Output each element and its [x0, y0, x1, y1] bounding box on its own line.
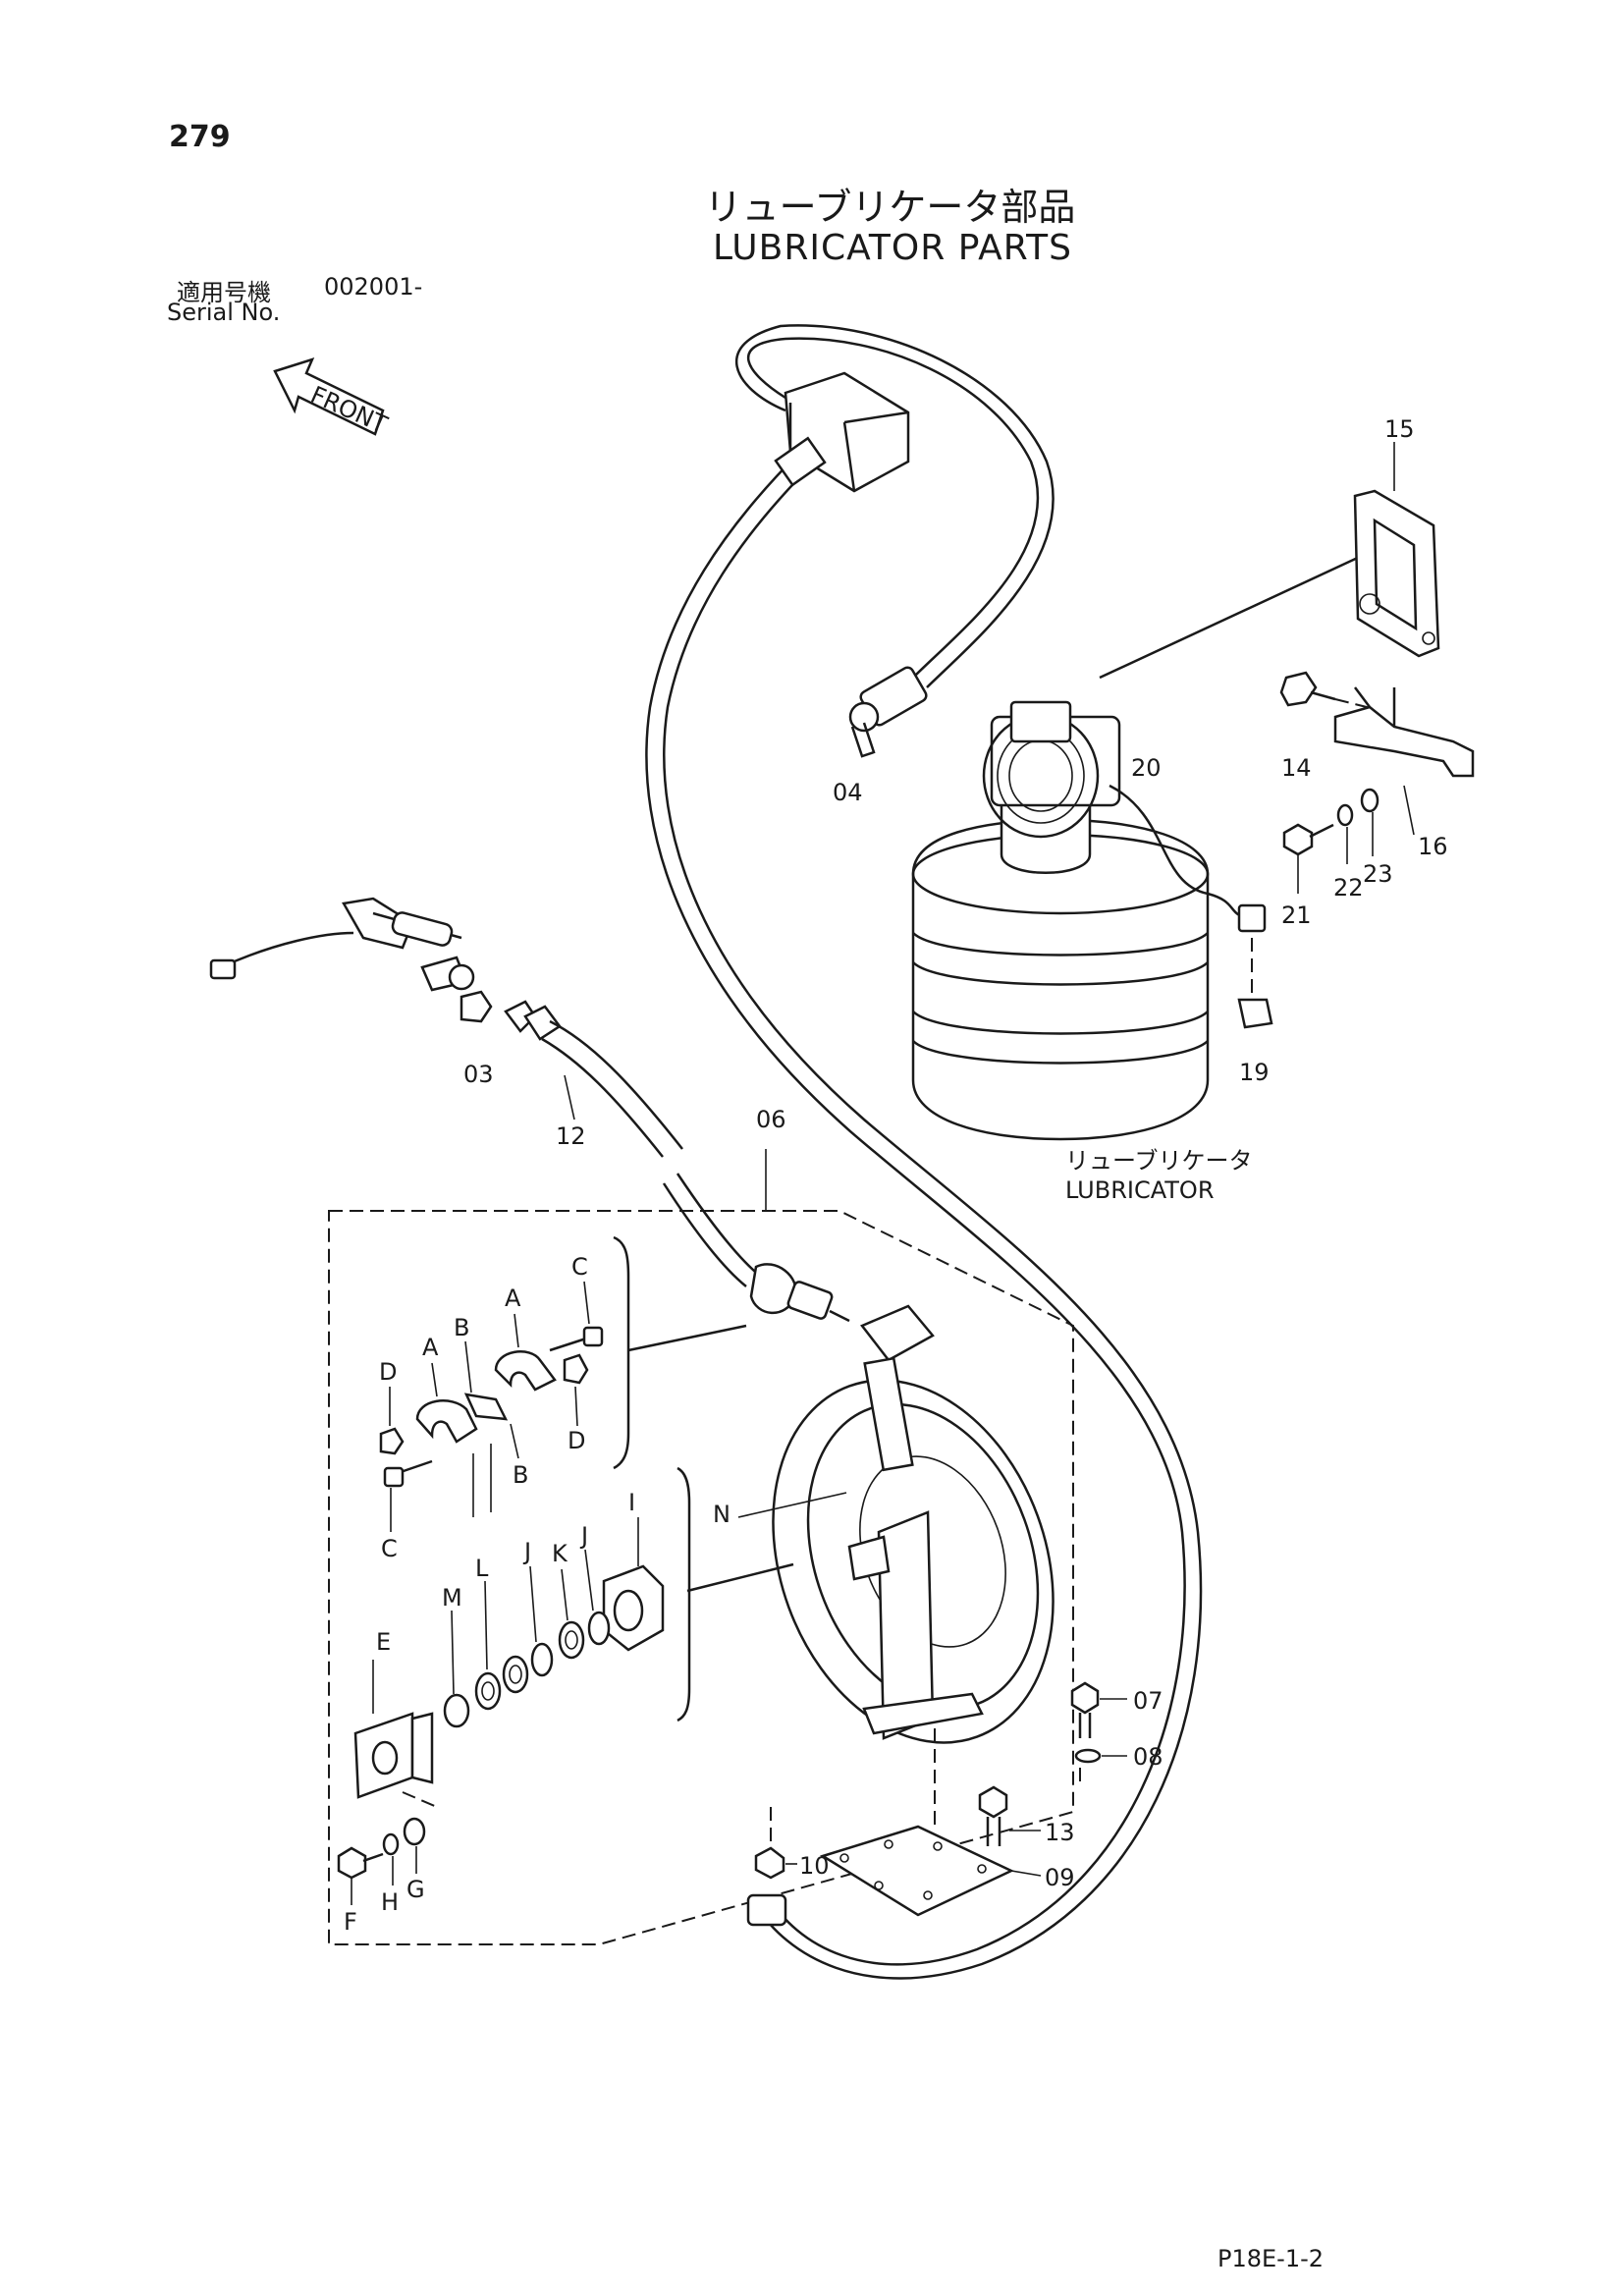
bolt-F — [337, 1846, 384, 1905]
serial-label-japanese: 適用号機 — [177, 279, 271, 306]
callout-12: 12 — [556, 1122, 586, 1150]
washer-22 — [1336, 803, 1354, 864]
footer-code: P18E-1-2 — [1217, 2245, 1325, 2272]
bolt-C-lower — [383, 1459, 433, 1488]
callout-L: L — [475, 1555, 489, 1582]
hose-block — [774, 371, 910, 493]
bracket-E — [353, 1660, 438, 1808]
page-number: 279 — [169, 120, 231, 154]
nut-D-lower — [379, 1427, 405, 1455]
callout-23: 23 — [1363, 860, 1393, 888]
callout-B-upper: B — [454, 1314, 469, 1341]
callout-03: 03 — [463, 1061, 494, 1088]
callout-F: F — [344, 1908, 357, 1936]
grease-gun — [209, 897, 475, 992]
fitting-10 — [746, 1807, 797, 1927]
callout-E: E — [376, 1628, 391, 1656]
lubricator-label: LUBRICATOR — [1065, 1176, 1215, 1204]
callout-A-upper: A — [505, 1285, 521, 1312]
bracket-15 — [1353, 442, 1440, 658]
callout-14: 14 — [1281, 754, 1312, 782]
bolt-14 — [1279, 671, 1376, 710]
callout-J-right: J — [579, 1522, 588, 1550]
clamp-parts-B — [463, 1393, 509, 1517]
reel-hose — [662, 1173, 850, 1323]
elbow-I — [602, 1517, 665, 1652]
bolt-C-upper — [549, 1326, 604, 1352]
callout-C-upper: C — [571, 1253, 588, 1281]
callout-08: 08 — [1133, 1743, 1163, 1771]
serial-label: Serial No. — [167, 299, 281, 326]
serial-value: 002001- — [324, 273, 423, 301]
callout-09: 09 — [1045, 1864, 1075, 1891]
callout-21: 21 — [1281, 902, 1312, 929]
callout-G: G — [406, 1876, 425, 1903]
main-hose — [645, 324, 1203, 1980]
callout-07: 07 — [1133, 1687, 1163, 1715]
base-plate-09 — [820, 1728, 1042, 1917]
callout-22: 22 — [1333, 874, 1364, 902]
connector-19 — [1237, 938, 1273, 1029]
callout-N: N — [713, 1501, 730, 1528]
clamp-group-bracket — [613, 1235, 630, 1470]
nut-D-upper — [563, 1353, 589, 1385]
callout-04: 04 — [833, 779, 863, 806]
front-label: FRONT — [306, 381, 392, 439]
callout-20: 20 — [1131, 754, 1162, 782]
callout-J-left: J — [522, 1538, 531, 1565]
callout-H: H — [381, 1888, 399, 1916]
hose-reel — [772, 1304, 1055, 1744]
bracket-16 — [1333, 686, 1475, 836]
callout-D-lower: D — [379, 1358, 397, 1386]
page-title-japanese: リューブリケータ部品 — [704, 186, 1076, 229]
callout-19: 19 — [1239, 1059, 1270, 1086]
callout-B-lower: B — [513, 1461, 528, 1489]
lubricator-pump — [911, 548, 1376, 1141]
ring-L — [474, 1580, 529, 1711]
ring-K — [558, 1568, 585, 1660]
ring-J — [529, 1549, 611, 1677]
bolt-21 — [1282, 823, 1334, 894]
callout-15: 15 — [1384, 415, 1415, 443]
hose-12 — [504, 1000, 683, 1158]
callout-16: 16 — [1418, 833, 1448, 860]
lubricator-label-japanese: リューブリケータ — [1065, 1147, 1253, 1175]
assembly-06-boundary — [328, 1149, 1074, 1945]
leader-clamp-group — [627, 1324, 747, 1352]
bolt-13 — [978, 1785, 1041, 1846]
leader-swivel-group — [686, 1562, 794, 1593]
callout-13: 13 — [1045, 1819, 1075, 1846]
page-title: LUBRICATOR PARTS — [713, 228, 1072, 268]
washer-G — [403, 1817, 426, 1874]
callout-10: 10 — [799, 1852, 830, 1880]
washer-08 — [1074, 1748, 1127, 1787]
swivel-group-bracket — [676, 1466, 691, 1722]
callout-D-upper: D — [568, 1427, 585, 1454]
washer-23 — [1360, 788, 1380, 856]
callout-K: K — [552, 1540, 568, 1567]
callout-M: M — [442, 1584, 462, 1612]
fitting-03 — [460, 990, 493, 1023]
callout-C-lower: C — [381, 1535, 398, 1562]
callout-A-lower: A — [422, 1334, 439, 1361]
fitting-04 — [848, 666, 928, 758]
callout-06: 06 — [756, 1106, 786, 1133]
washer-H — [382, 1832, 400, 1886]
ring-M — [443, 1610, 470, 1728]
callout-I: I — [628, 1489, 635, 1516]
front-arrow-icon: FRONT — [273, 356, 392, 439]
clamp-A-lower — [415, 1399, 478, 1444]
clamp-A-upper — [494, 1350, 557, 1392]
bolt-07 — [1070, 1681, 1127, 1738]
